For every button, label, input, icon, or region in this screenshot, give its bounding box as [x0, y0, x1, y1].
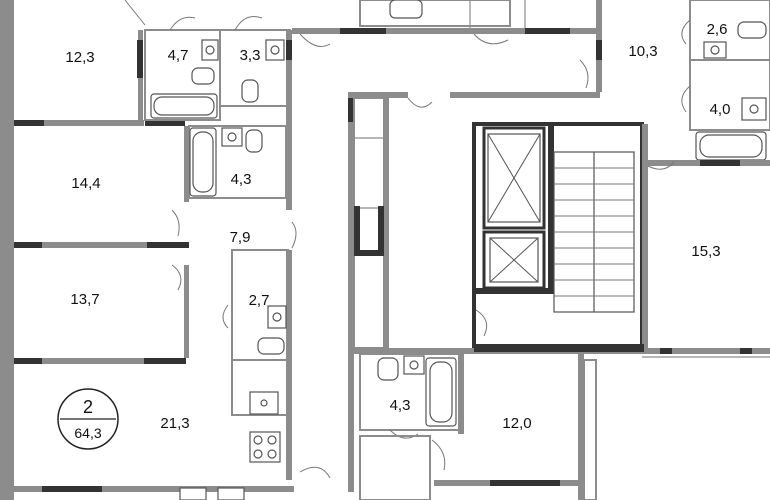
stair-core	[472, 122, 644, 352]
room-area-label: 3,3	[240, 47, 261, 64]
wall-divider	[14, 358, 186, 364]
toilet-fixture	[241, 79, 259, 103]
apartment-badge: 2 64,3	[57, 388, 119, 450]
wall-left-facade	[0, 0, 14, 500]
wall-divider	[14, 120, 144, 126]
room-area-label: 13,7	[70, 291, 99, 308]
apartment-area: 64,3	[74, 425, 101, 441]
toilet-fixture	[191, 67, 215, 85]
room-area-label: 4,3	[231, 171, 252, 188]
room-area-label: 2,6	[707, 21, 728, 38]
room-area-label: 4,7	[168, 47, 189, 64]
elevator-shaft	[482, 126, 546, 230]
toilet-fixture	[257, 337, 285, 355]
toilet-fixture	[377, 357, 399, 381]
staircase	[553, 151, 635, 313]
room-area-label: 14,4	[71, 175, 100, 192]
room-area-label: 7,9	[230, 229, 251, 246]
apartment-number: 2	[83, 397, 93, 417]
toilet-fixture	[737, 21, 767, 39]
room-area-label: 10,3	[628, 43, 657, 60]
room-area-label: 4,0	[710, 101, 731, 118]
room-area-label: 21,3	[160, 415, 189, 432]
room-area-label: 12,3	[65, 49, 94, 66]
room-area-label: 12,0	[502, 415, 531, 432]
wall-divider	[14, 242, 189, 248]
stove-fixture	[249, 431, 281, 463]
room-area-label: 15,3	[691, 243, 720, 260]
room-area-label: 2,7	[249, 292, 270, 309]
room-area-label: 4,3	[390, 397, 411, 414]
toilet-fixture	[245, 129, 263, 153]
